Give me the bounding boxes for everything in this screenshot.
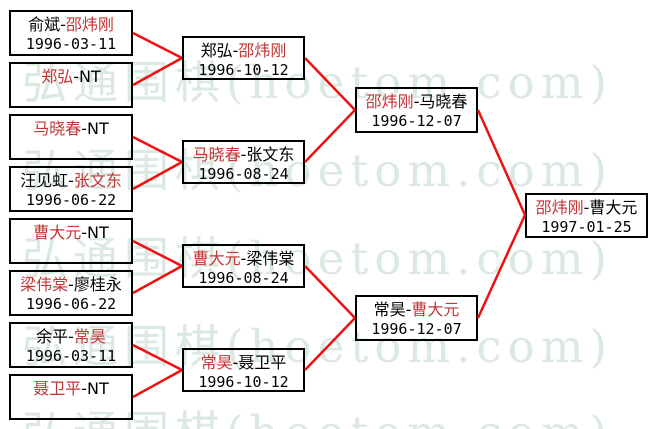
players-separator: - (81, 223, 88, 242)
match-box-round1-4: 汪见虹-张文东 1996-06-22 (9, 166, 133, 212)
match-players: 余平-常昊 (11, 327, 131, 347)
match-date: 1996-08-24 (198, 165, 289, 183)
player2-name: 张文东 (246, 145, 295, 164)
match-date: 1996-06-22 (25, 295, 117, 313)
match-box-round2-3: 曹大元-梁伟棠 1996-08-24 (182, 244, 305, 288)
match-box-round1-7: 余平-常昊 1996-03-11 (9, 322, 133, 368)
player1-name: 梁伟棠 (20, 275, 69, 294)
player1-name: 马晓春 (33, 119, 82, 138)
match-box-round2-2: 马晓春-张文东 1996-08-24 (182, 140, 305, 184)
match-players: 郑弘-NT (11, 67, 131, 87)
match-box-round1-5: 曹大元-NT (9, 218, 133, 264)
match-players: 郑弘-邵炜刚 (184, 41, 303, 61)
player2-name: 邵炜刚 (238, 41, 287, 60)
watermark-text: 弘通围棋(hoetom.com) (22, 396, 613, 429)
player1-name: 曹大元 (33, 223, 82, 242)
match-players: 马晓春-NT (11, 119, 131, 139)
match-box-final: 邵炜刚-曹大元 1997-01-25 (525, 193, 648, 238)
players-separator: - (232, 41, 239, 60)
match-box-round2-4: 常昊-聂卫平 1996-10-12 (182, 348, 305, 392)
players-separator: - (68, 171, 74, 190)
players-separator: - (413, 92, 420, 111)
players-separator: - (81, 119, 88, 138)
player1-name: 常昊 (200, 353, 233, 372)
player2-name: NT (87, 119, 109, 138)
match-box-round1-1: 俞斌-邵炜刚 1996-03-11 (9, 10, 133, 56)
match-date: 1997-01-25 (541, 218, 632, 236)
match-box-round1-2: 郑弘-NT (9, 62, 133, 108)
player1-name: 聂卫平 (33, 379, 82, 398)
players-separator: - (405, 300, 412, 319)
match-box-round1-3: 马晓春-NT (9, 114, 133, 160)
match-box-semifinal-2: 常昊-曹大元 1996-12-07 (355, 295, 478, 341)
player2-name: 马晓春 (419, 92, 468, 111)
players-separator: - (232, 353, 239, 372)
match-box-round1-6: 梁伟棠-廖桂永 1996-06-22 (9, 270, 133, 316)
match-players: 汪见虹-张文东 (11, 171, 131, 191)
match-players: 曹大元-NT (11, 223, 131, 243)
match-box-round1-8: 聂卫平-NT (9, 374, 133, 420)
player1-name: 曹大元 (192, 249, 241, 268)
player2-name: NT (87, 379, 109, 398)
match-date: 1996-12-07 (371, 320, 462, 338)
match-players: 聂卫平-NT (11, 379, 131, 399)
players-separator: - (68, 327, 74, 346)
match-date: 1996-12-07 (371, 112, 462, 130)
player1-name: 邵炜刚 (535, 198, 584, 217)
player1-name: 邵炜刚 (365, 92, 414, 111)
players-separator: - (81, 379, 88, 398)
player2-name: 曹大元 (411, 300, 460, 319)
match-date: 1996-03-11 (25, 347, 117, 365)
player2-name: 曹大元 (589, 198, 638, 217)
match-players: 常昊-聂卫平 (184, 353, 303, 373)
player2-name: 聂卫平 (238, 353, 287, 372)
match-date: 1996-10-12 (198, 61, 289, 79)
player2-name: 常昊 (73, 327, 106, 346)
match-players: 马晓春-张文东 (184, 145, 303, 165)
players-separator: - (68, 275, 74, 294)
players-separator: - (240, 145, 247, 164)
match-players: 邵炜刚-马晓春 (357, 92, 476, 112)
player1-name: 常昊 (373, 300, 406, 319)
player1-name: 郑弘 (41, 67, 74, 86)
players-separator: - (240, 249, 247, 268)
players-separator: - (73, 67, 80, 86)
player1-name: 郑弘 (200, 41, 233, 60)
match-players: 梁伟棠-廖桂永 (11, 275, 131, 295)
player2-name: NT (87, 223, 109, 242)
players-separator: - (60, 15, 66, 34)
player1-name: 俞斌 (28, 15, 61, 34)
players-separator: - (583, 198, 590, 217)
match-box-round2-1: 郑弘-邵炜刚 1996-10-12 (182, 36, 305, 80)
match-date: 1996-08-24 (198, 269, 289, 287)
match-date: 1996-06-22 (25, 191, 117, 209)
player1-name: 汪见虹 (20, 171, 69, 190)
match-players: 常昊-曹大元 (357, 300, 476, 320)
player2-name: NT (79, 67, 101, 86)
match-players: 邵炜刚-曹大元 (527, 198, 646, 218)
player1-name: 余平 (36, 327, 69, 346)
player1-name: 马晓春 (192, 145, 241, 164)
player2-name: 梁伟棠 (246, 249, 295, 268)
match-box-semifinal-1: 邵炜刚-马晓春 1996-12-07 (355, 87, 478, 133)
player2-name: 廖桂永 (73, 275, 122, 294)
match-date: 1996-03-11 (25, 35, 117, 53)
match-players: 俞斌-邵炜刚 (11, 15, 131, 35)
player2-name: 张文东 (73, 171, 122, 190)
match-date: 1996-10-12 (198, 373, 289, 391)
match-players: 曹大元-梁伟棠 (184, 249, 303, 269)
player2-name: 邵炜刚 (65, 15, 114, 34)
